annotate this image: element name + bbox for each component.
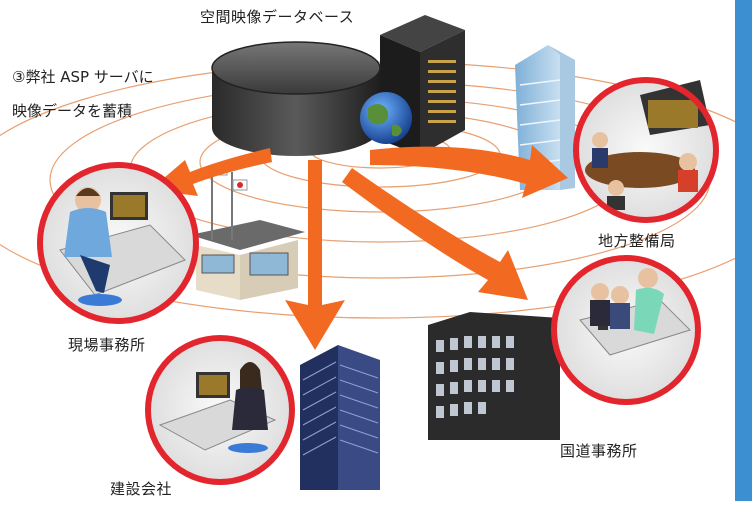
dark-office-building	[428, 312, 560, 440]
arrow-to-national-road-office	[342, 168, 528, 300]
arrow-to-construction-company	[285, 160, 345, 350]
site-office-scene	[37, 162, 199, 324]
guard-booth	[190, 164, 305, 300]
database-cylinder	[211, 41, 381, 156]
arrow-to-site-office	[150, 148, 272, 196]
storage-note-line2: 映像データを蓄積	[12, 102, 133, 120]
arrow-to-regional-bureau	[370, 145, 568, 198]
blue-building	[300, 345, 380, 490]
national-road-office-scene	[551, 255, 701, 405]
database-label: 空間映像データベース	[200, 8, 355, 26]
national-road-office-label: 国道事務所	[560, 442, 638, 460]
site-office-label: 現場事務所	[68, 336, 146, 354]
construction-company-scene	[145, 335, 295, 485]
regional-bureau-scene	[573, 77, 719, 223]
storage-note-line1: ③弊社 ASP サーバに	[12, 68, 154, 86]
side-strip	[735, 0, 752, 501]
distribution-arrows	[150, 145, 568, 350]
globe-icon	[360, 92, 412, 144]
regional-bureau-label: 地方整備局	[598, 232, 676, 250]
office-tower	[515, 45, 575, 190]
construction-company-label: 建設会社	[110, 480, 173, 498]
